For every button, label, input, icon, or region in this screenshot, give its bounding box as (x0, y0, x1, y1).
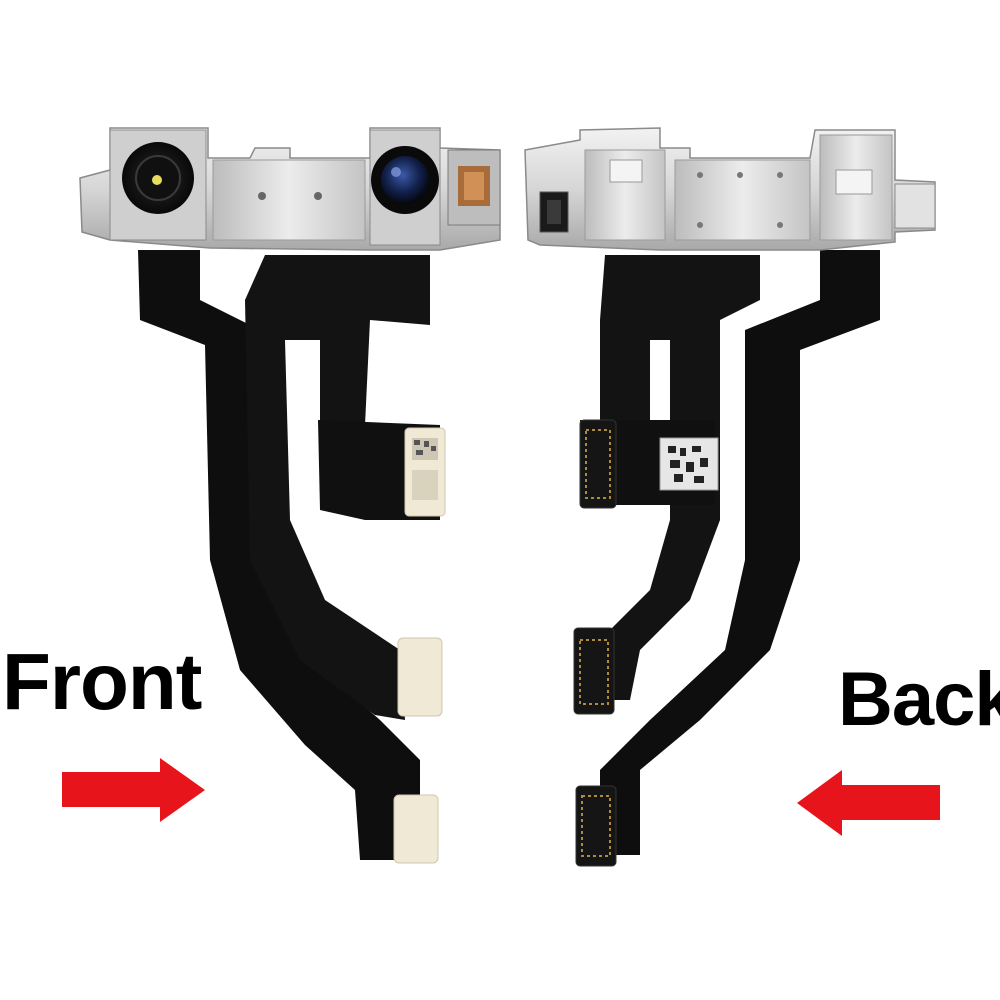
back-connector-middle (573, 627, 615, 715)
back-connector-top (579, 419, 617, 509)
front-connector-pad-bottom (393, 794, 439, 864)
back-barcode (668, 446, 708, 483)
back-flex-cable-outer (600, 250, 880, 855)
front-flex-cable-inner (245, 255, 430, 720)
back-connector-bottom (575, 785, 617, 867)
front-bracket-hole (258, 192, 266, 200)
front-barcode (412, 438, 438, 500)
arrow-left-icon (797, 770, 940, 836)
back-bracket-window-right (835, 169, 873, 195)
front-label: Front (2, 637, 202, 726)
front-bracket-hole (314, 192, 322, 200)
back-camera-assembly (524, 127, 936, 867)
back-bracket-panel-center (674, 159, 811, 241)
front-flex-cable-outer (138, 250, 420, 860)
front-camera-lens-right-glass (381, 156, 429, 204)
back-label: Back (838, 657, 1000, 742)
front-proximity-sensor-glass (464, 172, 484, 200)
back-bracket-rivets (697, 172, 783, 228)
front-connector-pad-middle (397, 637, 443, 717)
arrow-right-icon (62, 758, 205, 822)
front-camera-assembly (79, 127, 501, 864)
back-bracket-tab (894, 183, 936, 229)
front-camera-lens-left-sensor (152, 175, 162, 185)
front-camera-lens-right-glint (391, 167, 401, 177)
back-dark-connector-slot (547, 200, 561, 224)
back-bracket-window-left (609, 159, 643, 183)
front-bracket-panel (212, 159, 366, 241)
